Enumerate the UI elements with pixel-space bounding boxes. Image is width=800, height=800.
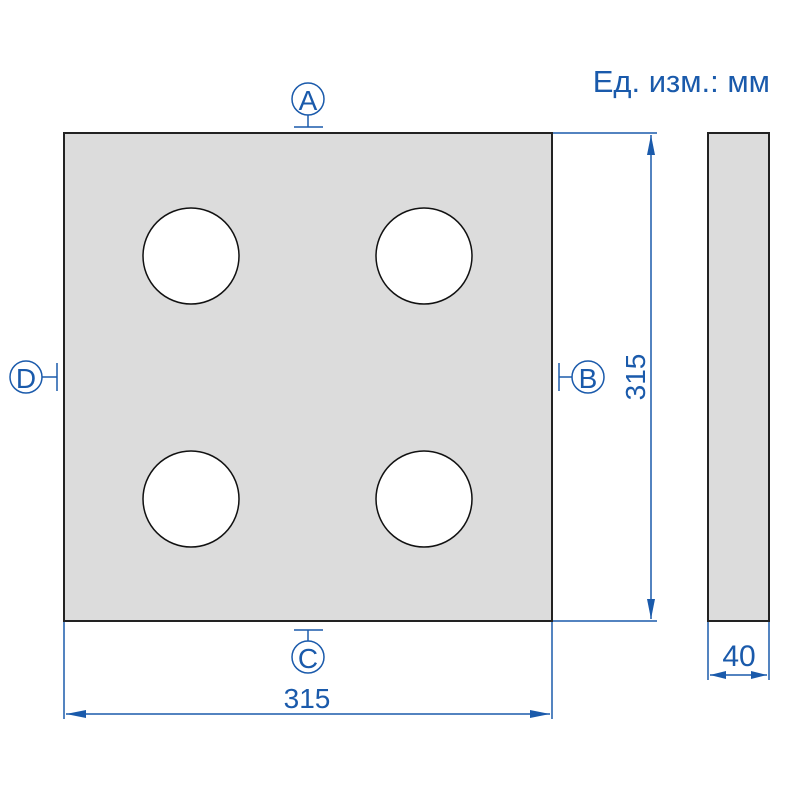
hole-bottom-left <box>142 450 240 548</box>
units-label: Ед. изм.: мм <box>593 64 770 99</box>
height-arrow-top <box>647 135 655 155</box>
width-dimension-label: 315 <box>284 683 331 714</box>
hole-top-right <box>375 207 473 305</box>
marker-c-circle <box>291 640 325 674</box>
plate-front-view <box>63 132 553 622</box>
marker-b-circle <box>571 360 605 394</box>
width-arrow-left <box>66 710 86 718</box>
thickness-dimension-label: 40 <box>722 640 755 673</box>
thickness-arrow-right <box>751 671 767 679</box>
marker-a-label: A <box>299 85 318 116</box>
view-marker-b: B <box>558 360 605 394</box>
height-arrow-bottom <box>647 599 655 619</box>
marker-b-label: B <box>579 363 598 394</box>
width-dimension: 315 <box>63 622 553 719</box>
marker-d-label: D <box>16 363 36 394</box>
height-dimension-label: 315 <box>620 354 651 401</box>
hole-bottom-right <box>375 450 473 548</box>
view-marker-c: C <box>291 629 325 674</box>
thickness-dimension: 40 <box>707 622 770 680</box>
plate-side-view <box>707 132 770 622</box>
height-dimension: 315 <box>553 132 657 622</box>
thickness-arrow-left <box>710 671 726 679</box>
view-marker-d: D <box>9 360 58 394</box>
width-arrow-right <box>530 710 550 718</box>
marker-c-label: C <box>298 643 318 674</box>
view-marker-a: A <box>291 82 325 128</box>
hole-top-left <box>142 207 240 305</box>
